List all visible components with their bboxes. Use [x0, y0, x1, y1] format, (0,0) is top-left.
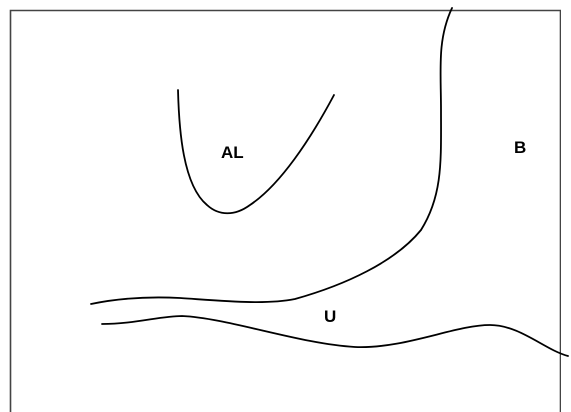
right-margin — [561, 0, 571, 412]
label-al: AL — [221, 143, 244, 162]
border-line — [11, 11, 561, 412]
label-u: U — [324, 307, 336, 326]
al-boundary-curve — [178, 90, 334, 213]
label-b: B — [514, 138, 526, 157]
b-boundary-curve — [91, 8, 452, 304]
